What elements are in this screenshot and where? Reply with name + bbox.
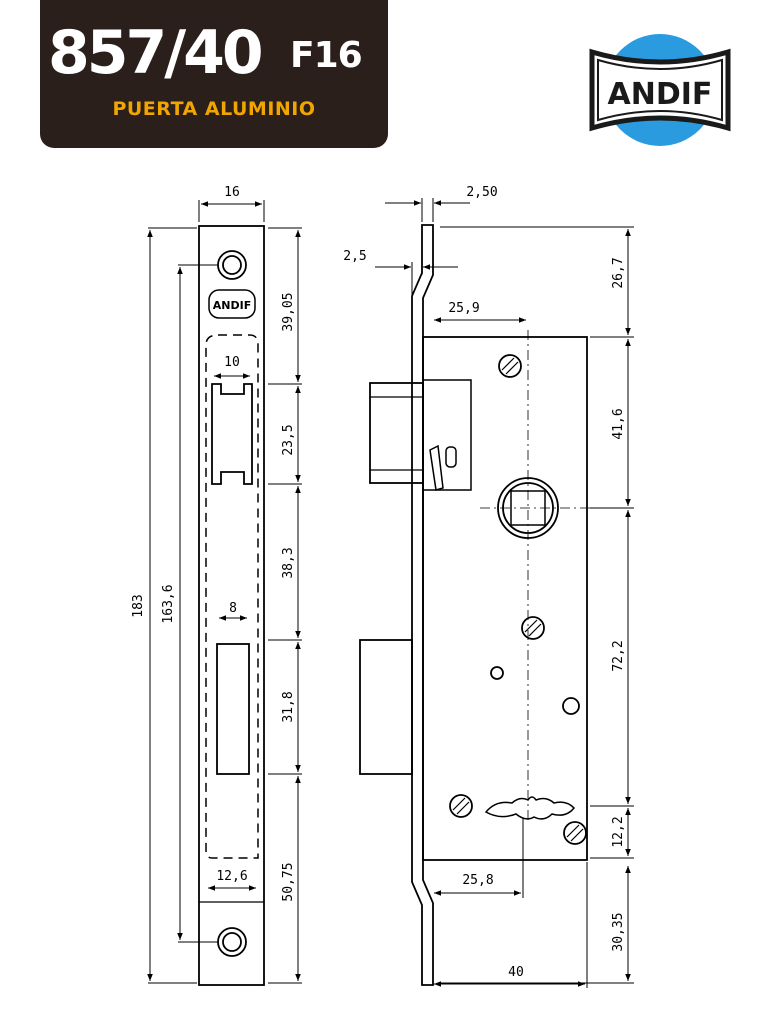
screw-icon [521, 616, 545, 640]
faceplate-dimensions [147, 200, 302, 984]
dim-bolt-height: 31,8 [281, 691, 296, 722]
dim-offset: 2,5 [343, 249, 366, 264]
dim-key-backset: 25,8 [462, 873, 493, 888]
latch-housing [422, 379, 472, 491]
latch-lever [429, 444, 444, 491]
title-banner [40, 0, 388, 148]
product-subtitle: PUERTA ALUMINIO [112, 98, 316, 120]
side-view [359, 224, 590, 986]
dim-top-offset: 26,7 [611, 257, 626, 288]
bolt-opening [216, 643, 250, 775]
dim-handle-to-key: 72,2 [611, 640, 626, 671]
screw-icon [563, 821, 587, 845]
dim-key-to-bottom: 12,2 [611, 816, 626, 847]
plate-logo [208, 289, 256, 319]
keyhole [484, 796, 576, 820]
dim-plate-thickness: 2,50 [466, 185, 497, 200]
lock-body [422, 336, 588, 861]
screw-icon [498, 354, 522, 378]
plate-profile [411, 224, 434, 986]
screw-icon [449, 794, 473, 818]
dim-inner-width: 12,6 [216, 869, 247, 884]
andif-logo: ANDIF [589, 34, 731, 146]
dim-top-to-handle: 41,6 [611, 408, 626, 439]
side-dimensions [375, 198, 634, 988]
dim-width: 16 [224, 185, 240, 200]
side-dimension-labels: 2,50 2,5 25,9 26,7 41,6 72,2 12,2 30,35 … [343, 185, 626, 980]
dim-backset: 25,9 [448, 301, 479, 316]
dim-bolt-width: 8 [229, 601, 237, 616]
dim-latch-to-bolt: 38,3 [281, 547, 296, 578]
faceplate-dimension-labels: 16 183 163,6 39,05 23,5 38,3 31,8 50,75 … [131, 185, 296, 902]
faceplate-outline [198, 225, 265, 986]
latch [369, 382, 424, 484]
pin-hole [490, 666, 504, 680]
model-variant: F16 [290, 35, 363, 76]
latch-opening [211, 383, 253, 485]
dim-bottom-offset: 30,35 [611, 912, 626, 951]
hidden-edge [205, 334, 259, 859]
model-number: 857/40 [48, 18, 264, 88]
logo-text: ANDIF [608, 77, 713, 112]
faceplate-view: ANDIF [198, 225, 265, 986]
dim-top-to-latch: 39,05 [281, 292, 296, 331]
dim-latch-width: 10 [224, 355, 240, 370]
dim-total-height: 183 [131, 594, 146, 617]
dim-body-width: 40 [508, 965, 524, 980]
dim-bolt-to-bottom: 50,75 [281, 862, 296, 901]
bolt [359, 639, 413, 775]
dim-screw-spacing: 163,6 [161, 584, 176, 623]
dim-latch-height: 23,5 [281, 424, 296, 455]
pin-hole [562, 697, 580, 715]
plate-logo-text: ANDIF [213, 299, 251, 312]
